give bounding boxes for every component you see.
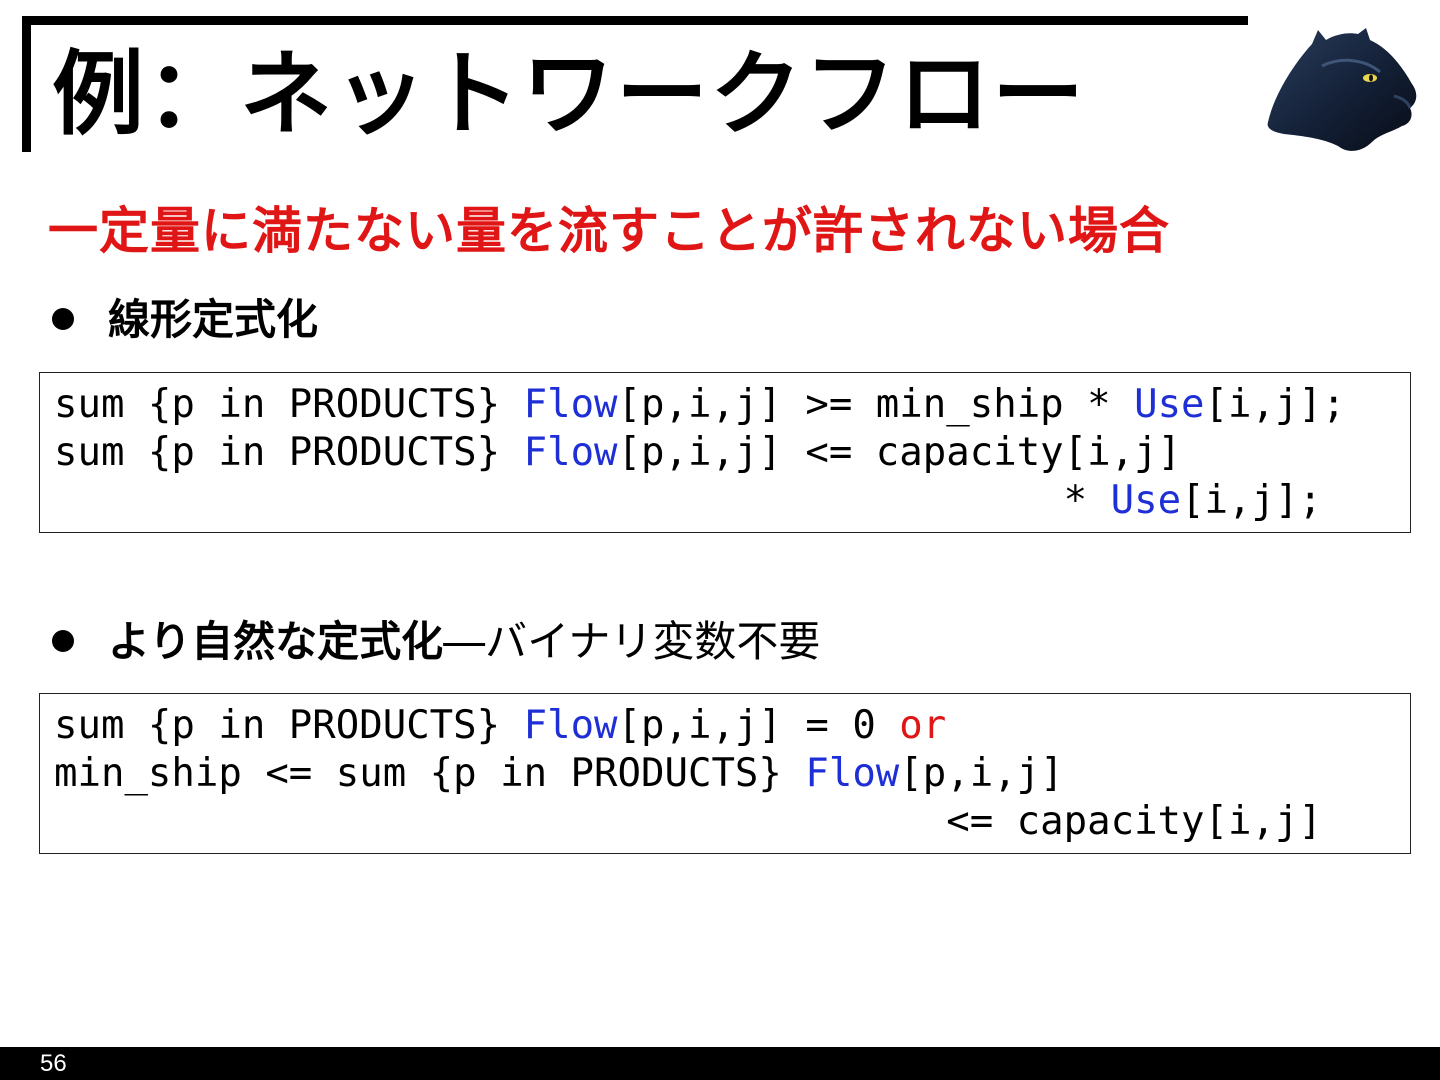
code-keyword-variable: Flow <box>523 430 618 475</box>
code-text: sum {p in PRODUCTS} <box>54 382 524 427</box>
code-line: <= capacity[i,j] <box>54 798 1410 846</box>
code-text: [p,i,j] = 0 <box>617 703 900 748</box>
code-block-natural: sum {p in PRODUCTS} Flow[p,i,j] = 0 or m… <box>39 693 1411 854</box>
code-keyword-variable: Use <box>1134 382 1205 427</box>
code-keyword-variable: Flow <box>523 703 618 748</box>
code-text: [i,j]; <box>1204 382 1346 427</box>
page-number: 56 <box>40 1050 67 1077</box>
slide-subtitle: 一定量に満たない量を流すことが許されない場合 <box>48 202 1170 260</box>
code-keyword-variable: Flow <box>805 751 900 796</box>
black-panther-logo-icon <box>1267 28 1417 151</box>
code-keyword-variable: Flow <box>523 382 618 427</box>
code-text: sum {p in PRODUCTS} <box>54 703 524 748</box>
code-text: [p,i,j] <box>899 751 1064 796</box>
bullet-label: 線形定式化 <box>108 295 319 344</box>
code-line: sum {p in PRODUCTS} Flow[p,i,j] = 0 or <box>54 702 1410 750</box>
title-frame-left-rule <box>22 16 31 152</box>
code-text: * <box>54 478 1111 523</box>
code-block-linear: sum {p in PRODUCTS} Flow[p,i,j] >= min_s… <box>39 372 1411 533</box>
bullet-label-note: ―バイナリ変数不要 <box>443 617 821 666</box>
code-line: * Use[i,j]; <box>54 477 1410 525</box>
bullet-linear-formulation: 線形定式化 <box>48 292 318 348</box>
code-text: [p,i,j] >= min_ship * <box>617 382 1135 427</box>
code-line: sum {p in PRODUCTS} Flow[p,i,j] <= capac… <box>54 429 1410 477</box>
code-text: [p,i,j] <= capacity[i,j] <box>617 430 1182 475</box>
footer-bar: 56 <box>0 1047 1440 1080</box>
code-keyword-or: or <box>899 703 947 748</box>
code-line: min_ship <= sum {p in PRODUCTS} Flow[p,i… <box>54 750 1410 798</box>
bullet-dot-icon <box>52 307 74 330</box>
bullet-label-strong: より自然な定式化 <box>108 617 444 666</box>
code-line: sum {p in PRODUCTS} Flow[p,i,j] >= min_s… <box>54 381 1410 429</box>
bullet-dot-icon <box>52 629 74 652</box>
code-text: min_ship <= sum {p in PRODUCTS} <box>54 751 806 796</box>
bullet-natural-formulation: より自然な定式化―バイナリ変数不要 <box>48 614 820 670</box>
title-frame-top-rule <box>22 16 1248 25</box>
code-text: <= capacity[i,j] <box>54 799 1322 844</box>
code-keyword-variable: Use <box>1110 478 1182 523</box>
code-text: sum {p in PRODUCTS} <box>54 430 524 475</box>
code-text: [i,j]; <box>1181 478 1322 523</box>
slide-title: 例：ネットワークフロー <box>52 41 1087 148</box>
